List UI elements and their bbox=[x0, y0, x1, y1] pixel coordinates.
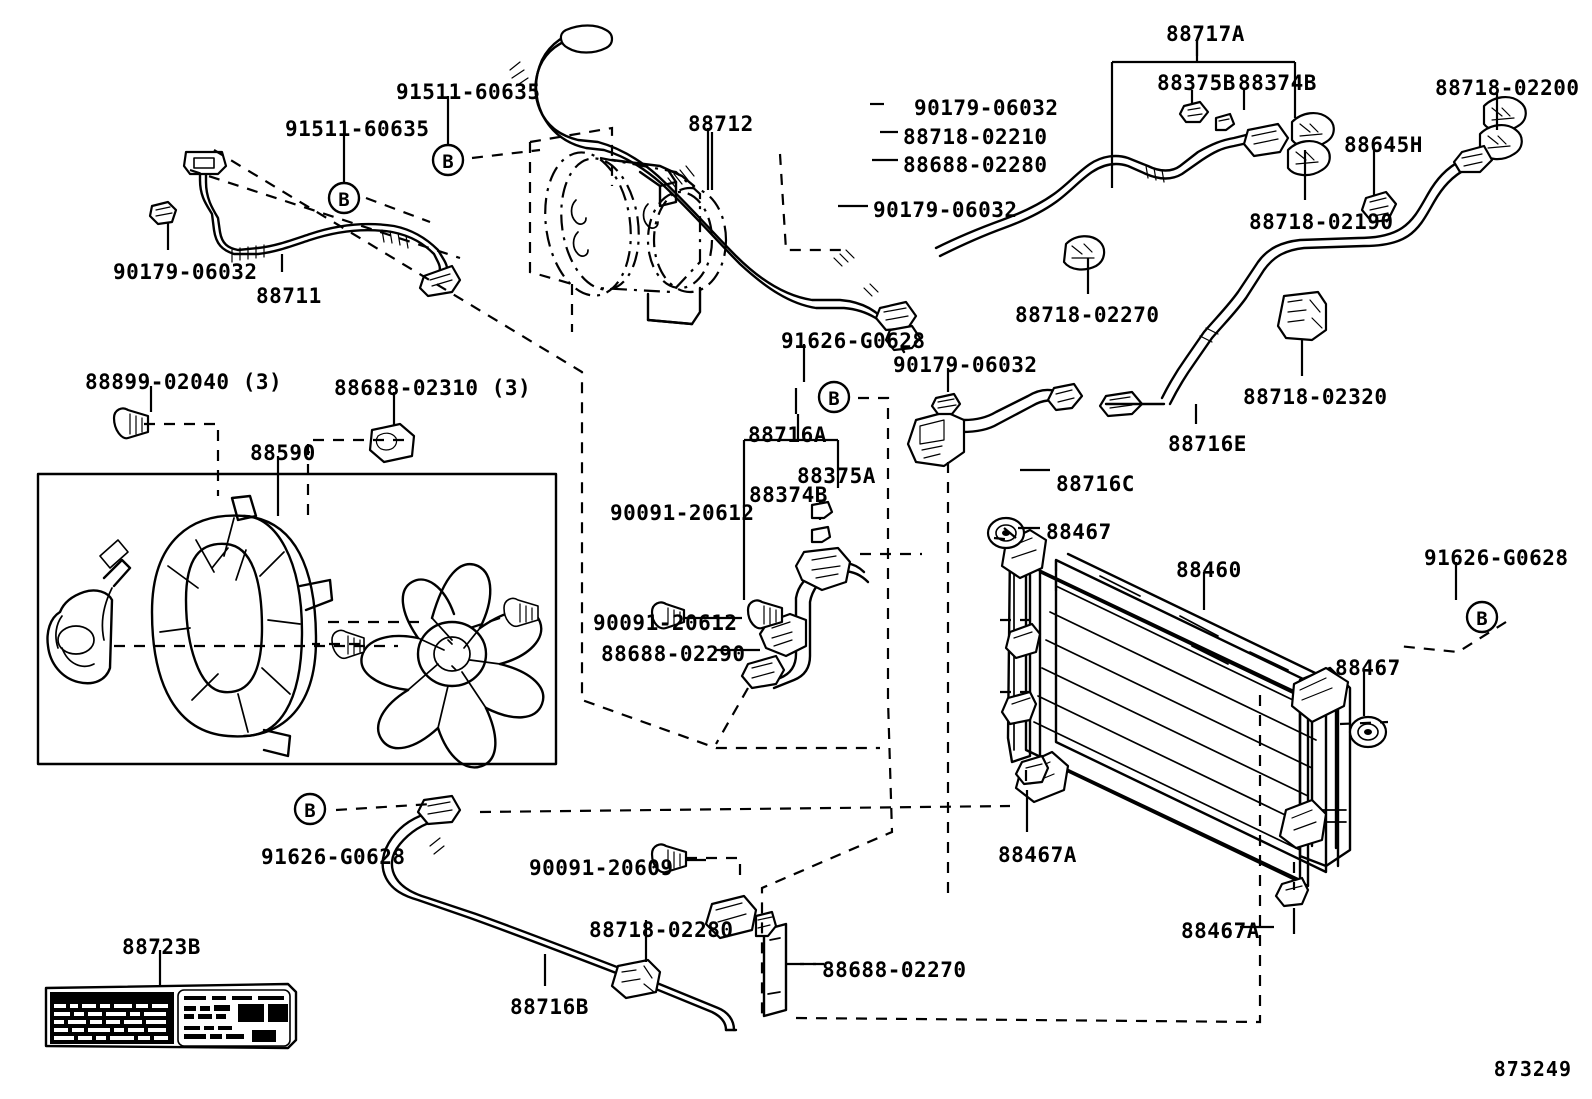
part-label-88718-02210[interactable]: 88718-02210 bbox=[903, 125, 1048, 149]
part-88718-02270-clamp bbox=[1062, 235, 1106, 271]
part-label-90091-20612[interactable]: 90091-20612 bbox=[593, 611, 738, 635]
part-88467A-bushing-left bbox=[1014, 754, 1050, 786]
part-label-88467[interactable]: 88467 bbox=[1046, 520, 1112, 544]
part-88716C-pipe bbox=[906, 382, 1084, 468]
part-label-91626-g0628[interactable]: 91626-G0628 bbox=[261, 845, 406, 869]
part-88718-02200-clamp bbox=[1478, 96, 1527, 161]
part-label-88718-02320[interactable]: 88718-02320 bbox=[1243, 385, 1388, 409]
phantom-dashed-lines bbox=[1003, 527, 1017, 539]
part-fan-motor bbox=[46, 539, 132, 685]
part-label-88688-02280[interactable]: 88688-02280 bbox=[903, 153, 1048, 177]
part-label-88718-02190[interactable]: 88718-02190 bbox=[1249, 210, 1394, 234]
part-fan-mount-bolt-right bbox=[503, 597, 539, 628]
part-label-91511-60635[interactable]: 91511-60635 bbox=[285, 117, 430, 141]
part-90091-20612-bolt-upper bbox=[650, 601, 686, 630]
part-label-88718-02280[interactable]: 88718-02280 bbox=[589, 918, 734, 942]
part-88717A-pipe bbox=[934, 112, 1335, 258]
part-label-91511-60635[interactable]: 91511-60635 bbox=[396, 80, 541, 104]
part-label-90179-06032[interactable]: 90179-06032 bbox=[893, 353, 1038, 377]
part-label-88711[interactable]: 88711 bbox=[256, 284, 322, 308]
part-88374B-bolt bbox=[1214, 112, 1236, 132]
part-label-90179-06032[interactable]: 90179-06032 bbox=[914, 96, 1059, 120]
part-88467A-bushing-bottom bbox=[1274, 876, 1310, 908]
part-88716A-pipe bbox=[650, 414, 870, 690]
part-label-88716c[interactable]: 88716C bbox=[1056, 472, 1135, 496]
part-88716E-pipe bbox=[1098, 144, 1494, 418]
part-88712-discharge-hose bbox=[509, 24, 922, 354]
part-label-88460[interactable]: 88460 bbox=[1176, 558, 1242, 582]
part-88688-02310-grommet bbox=[368, 422, 416, 464]
part-88718-02320-clamp bbox=[1276, 290, 1328, 342]
part-88467-grommet-upper bbox=[986, 516, 1026, 550]
part-label-88467a[interactable]: 88467A bbox=[998, 843, 1077, 867]
component-88460-condenser bbox=[986, 516, 1388, 908]
part-90091-20612-bolt-lower bbox=[746, 599, 784, 630]
part-label-88590[interactable]: 88590 bbox=[250, 441, 316, 465]
part-label-88899-02040-3[interactable]: 88899-02040 (3) bbox=[85, 370, 283, 394]
part-88899-02040-bolt bbox=[112, 407, 150, 440]
part-88467-grommet-right bbox=[1348, 715, 1388, 749]
component-compressor bbox=[528, 126, 728, 332]
part-fan-blade bbox=[360, 563, 545, 769]
part-label-88717a[interactable]: 88717A bbox=[1166, 22, 1245, 46]
part-label-90179-06032[interactable]: 90179-06032 bbox=[113, 260, 258, 284]
part-label-91626-g0628[interactable]: 91626-G0628 bbox=[1424, 546, 1569, 570]
part-label-88716b[interactable]: 88716B bbox=[510, 995, 589, 1019]
part-label-88688-02290[interactable]: 88688-02290 bbox=[601, 642, 746, 666]
part-label-88688-02270[interactable]: 88688-02270 bbox=[822, 958, 967, 982]
part-label-88467a[interactable]: 88467A bbox=[1181, 919, 1260, 943]
part-88716B-pipe bbox=[381, 794, 788, 1032]
part-label-88375b[interactable]: 88375B bbox=[1157, 71, 1236, 95]
part-label-88688-02310-3[interactable]: 88688-02310 (3) bbox=[334, 376, 532, 400]
part-label-88375a[interactable]: 88375A bbox=[797, 464, 876, 488]
diagram-number: 873249 bbox=[1493, 1057, 1572, 1081]
part-label-91626-g0628[interactable]: 91626-G0628 bbox=[781, 329, 926, 353]
part-label-88723b[interactable]: 88723B bbox=[122, 935, 201, 959]
part-label-88718-02200[interactable]: 88718-02200 bbox=[1435, 76, 1580, 100]
part-label-88467[interactable]: 88467 bbox=[1335, 656, 1401, 680]
part-label-90091-20609[interactable]: 90091-20609 bbox=[529, 856, 674, 880]
part-88718-02190-clamp-lower bbox=[1286, 140, 1331, 177]
leader-lines bbox=[149, 40, 1499, 986]
part-label-90091-20612[interactable]: 90091-20612 bbox=[610, 501, 755, 525]
part-88718-02280-clamp bbox=[610, 958, 662, 1000]
part-label-88374b[interactable]: 88374B bbox=[749, 483, 828, 507]
part-88590-fan-shroud bbox=[150, 494, 334, 758]
component-fan-assembly-box bbox=[36, 472, 558, 769]
part-label-88374b[interactable]: 88374B bbox=[1238, 71, 1317, 95]
assembly-dashed-lines bbox=[114, 148, 1507, 1024]
part-label-88716e[interactable]: 88716E bbox=[1168, 432, 1247, 456]
part-label-88645h[interactable]: 88645H bbox=[1344, 133, 1423, 157]
part-label-88718-02270[interactable]: 88718-02270 bbox=[1015, 303, 1160, 327]
part-label-90179-06032[interactable]: 90179-06032 bbox=[873, 198, 1018, 222]
part-88711-suction-hose bbox=[148, 150, 462, 298]
part-88645H-pressure-switch bbox=[1360, 190, 1398, 224]
part-88723B-caution-label bbox=[44, 982, 298, 1050]
part-label-88712[interactable]: 88712 bbox=[688, 112, 754, 136]
part-label-88716a[interactable]: 88716A bbox=[748, 423, 827, 447]
part-88375B-grommet bbox=[1178, 100, 1210, 124]
